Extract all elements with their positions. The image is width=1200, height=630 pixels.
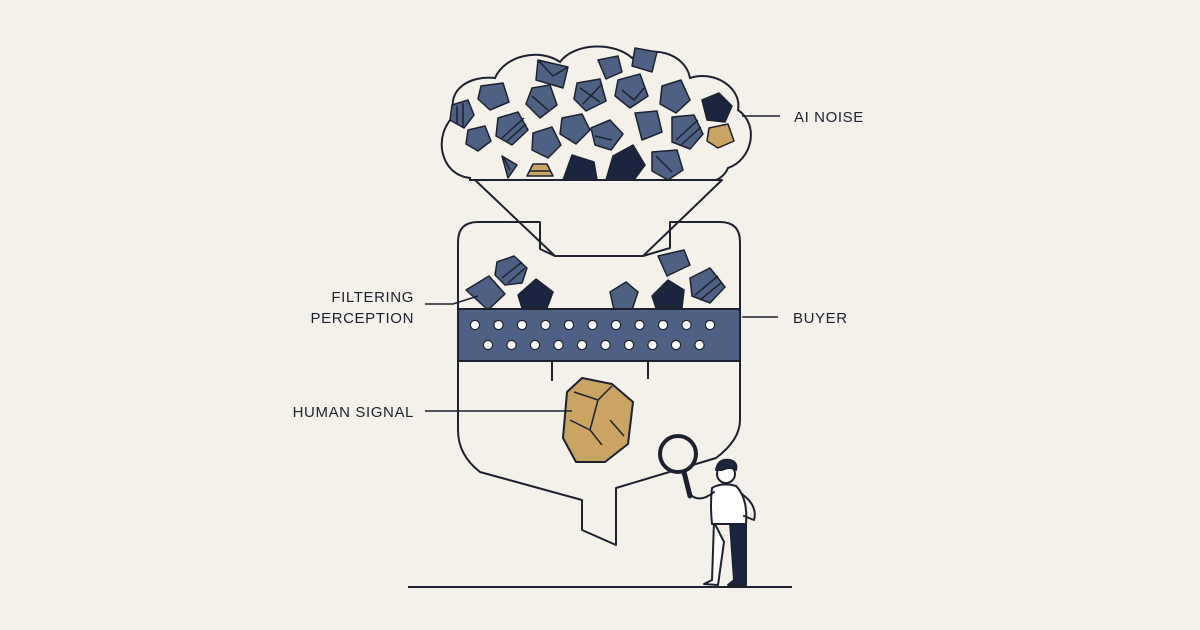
noise-shape: [559, 113, 591, 145]
label-filtering-line2: PERCEPTION: [310, 310, 414, 327]
filter-hole: [587, 319, 598, 331]
noise-shape: [634, 110, 663, 141]
ai-noise-cloud: [440, 45, 752, 184]
noise-shape: [477, 82, 510, 111]
noise-shape: [449, 99, 475, 129]
filter-hole: [493, 319, 504, 331]
person-icon: [687, 458, 756, 586]
filter-hole: [563, 319, 575, 331]
filter-hole: [610, 319, 622, 331]
magnifying-glass-icon: [658, 434, 698, 499]
filter-hole: [647, 339, 658, 351]
noise-shape: [701, 92, 733, 123]
filter-band: [457, 308, 741, 362]
label-human-signal: HUMAN SIGNAL: [293, 404, 414, 421]
filter-hole: [516, 319, 528, 331]
noise-shape: [465, 275, 506, 311]
filter-hole: [600, 339, 611, 351]
noise-shape: [614, 73, 649, 109]
noise-shape: [525, 84, 558, 119]
noise-shape: [526, 163, 554, 177]
filter-container: [457, 221, 741, 546]
noise-shape: [609, 281, 639, 311]
noise-shape: [651, 279, 685, 309]
noise-shape: [659, 79, 691, 114]
filter-hole: [482, 339, 494, 351]
noise-shape: [465, 125, 492, 152]
filtered-shapes: [465, 249, 726, 311]
drip-lines: [551, 361, 649, 381]
noise-shape: [597, 55, 623, 80]
filter-hole: [670, 339, 682, 351]
filter-hole: [553, 339, 564, 351]
noise-shape: [631, 47, 658, 73]
filter-hole: [576, 339, 588, 351]
filter-holes: [469, 319, 716, 351]
filter-hole: [529, 339, 541, 351]
noise-shape: [517, 278, 554, 309]
filter-hole: [681, 319, 692, 331]
noise-shape: [651, 149, 684, 181]
filter-hole: [540, 319, 551, 331]
filter-hole: [469, 319, 481, 331]
filter-hole: [694, 339, 705, 351]
leader-lines: [425, 115, 780, 412]
label-buyer: BUYER: [793, 310, 848, 327]
human-signal-gem: [562, 377, 634, 463]
label-ai-noise: AI NOISE: [794, 109, 864, 126]
filter-hole: [634, 319, 645, 331]
filter-hole: [704, 319, 716, 331]
filter-hole: [657, 319, 669, 331]
label-filtering-line1: FILTERING: [331, 289, 414, 306]
noise-shape: [531, 126, 562, 159]
filter-hole: [623, 339, 635, 351]
filter-hole: [506, 339, 517, 351]
noise-shape: [590, 119, 624, 151]
funnel-mouth: [474, 179, 723, 257]
noise-shape: [706, 123, 735, 149]
noise-shapes: [449, 47, 735, 181]
noise-shape: [657, 249, 691, 277]
